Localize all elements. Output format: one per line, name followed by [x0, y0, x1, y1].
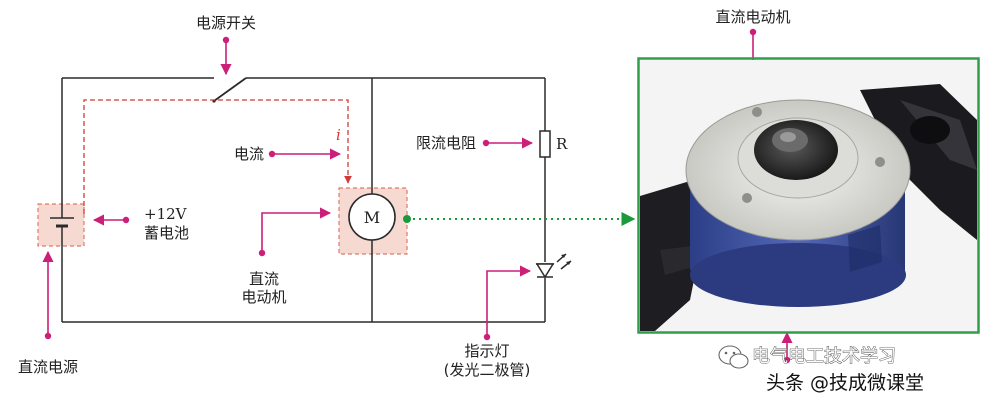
resistor-symbol: [539, 130, 551, 158]
dc-power-label: 直流电源: [18, 358, 78, 376]
battery-voltage-label: +12V: [144, 205, 188, 223]
callout-dots: [44, 28, 791, 364]
motor-photo: [640, 60, 977, 331]
watermark-line2: 头条 @技成微课堂: [766, 372, 924, 394]
power-switch-symbol: [212, 77, 247, 103]
motor-label-line2: 电动机: [241, 288, 286, 306]
led-symbol: [535, 253, 572, 279]
link-start-dot: [403, 215, 411, 223]
circuit-wires: [61, 77, 546, 323]
current-flow-path: [83, 99, 352, 214]
motor-label-line1: 直流: [249, 270, 279, 288]
motor-symbol: M: [348, 193, 396, 241]
motor-symbol-text: M: [364, 208, 380, 227]
watermark-line1: 电气电工技术学习: [752, 346, 896, 367]
power-switch-label: 电源开关: [196, 14, 256, 32]
current-label: 电流: [234, 145, 264, 163]
wechat-icon: [718, 345, 749, 369]
battery-name-label: 蓄电池: [144, 224, 189, 242]
current-symbol: i: [336, 126, 341, 144]
indicator-label-line1: 指示灯: [464, 342, 509, 360]
callout-arrows: [42, 32, 793, 360]
photo-frame: [637, 57, 980, 334]
limiting-resistor-label: 限流电阻: [416, 134, 476, 152]
resistor-symbol-label: R: [556, 135, 568, 153]
indicator-label-line2: (发光二极管): [444, 361, 531, 379]
photo-title-label: 直流电动机: [715, 8, 790, 26]
battery-symbol: [50, 217, 74, 233]
